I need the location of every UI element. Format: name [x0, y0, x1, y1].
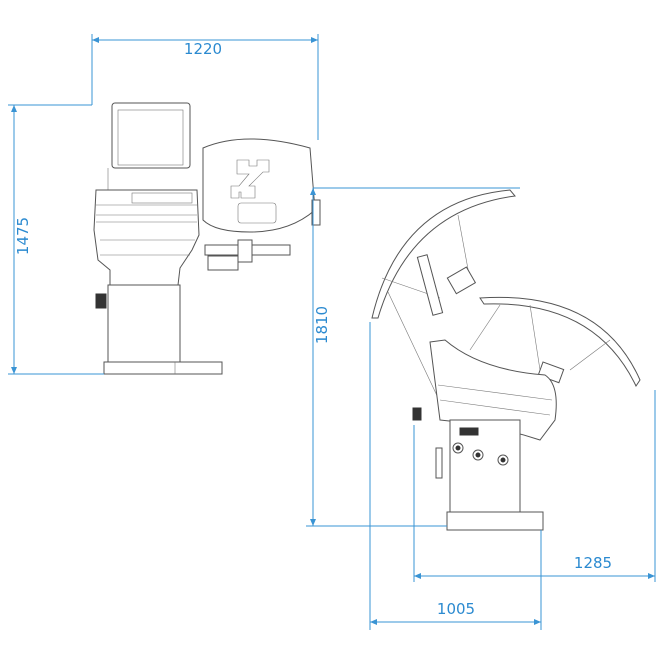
side-base [446, 511, 544, 531]
dimension-1285: 1285 [413, 390, 656, 582]
dimension-1475: 1475 [8, 104, 104, 375]
base [103, 361, 223, 375]
dimension-label-1810: 1810 [313, 306, 331, 344]
dimension-label-1475: 1475 [14, 217, 32, 255]
dimension-label-1220: 1220 [184, 40, 222, 58]
dimension-label-1005: 1005 [437, 600, 475, 618]
side-view-machine [371, 189, 641, 531]
pedestal [107, 284, 181, 363]
wheel-guard-front [202, 138, 316, 233]
dimension-1810: 1810 [306, 187, 520, 527]
weight-tray [93, 189, 200, 286]
hood-open-upper [371, 189, 516, 319]
dimension-1005: 1005 [369, 322, 542, 630]
monitor [111, 102, 191, 169]
front-view-machine [93, 102, 321, 375]
dimension-label-1285: 1285 [574, 554, 612, 572]
dimension-1220: 1220 [91, 34, 319, 140]
brand-logo [230, 159, 270, 199]
air-regulator [435, 447, 443, 479]
